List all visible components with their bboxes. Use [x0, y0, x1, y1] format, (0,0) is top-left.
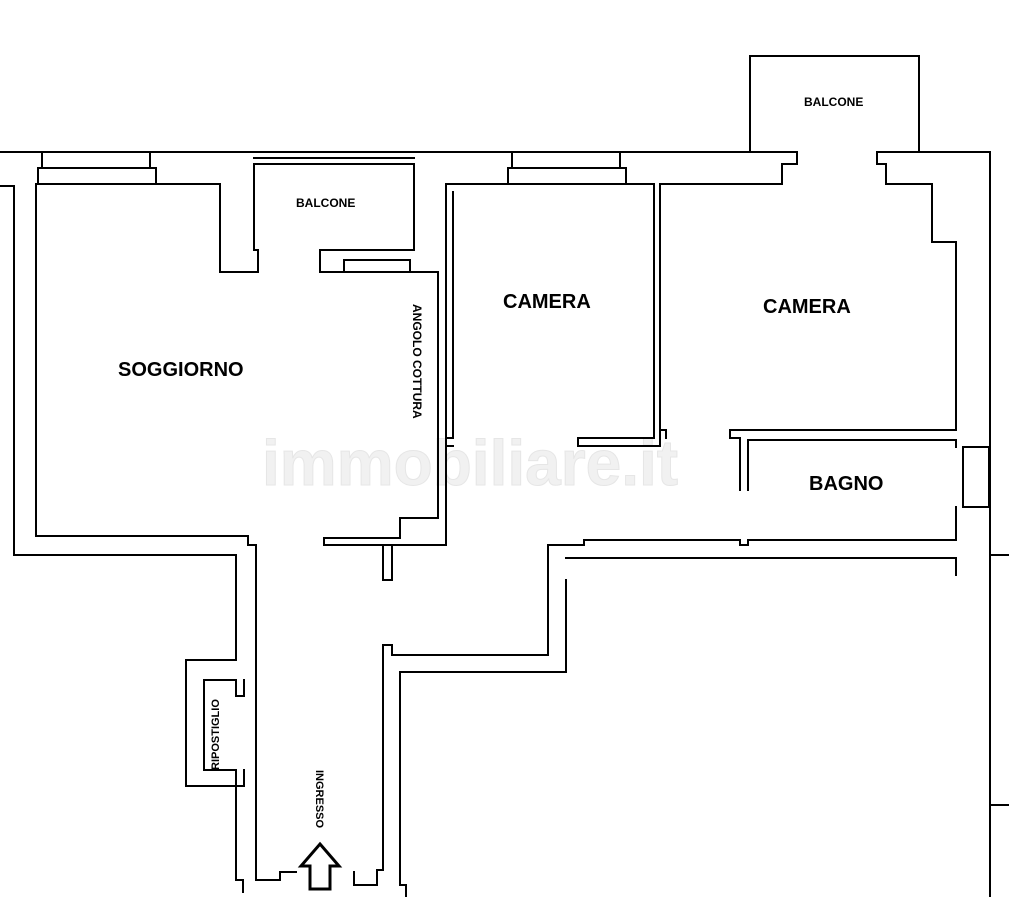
ripostiglio-walls: [203, 679, 245, 787]
room-label-bagno: BAGNO: [809, 473, 883, 495]
soggiorno-walls: [35, 163, 447, 546]
up-arrow-icon: [297, 841, 343, 891]
camera-2-walls: [659, 151, 957, 491]
room-label-soggiorno: SOGGIORNO: [118, 359, 244, 381]
room-label-balcone-top: BALCONE: [804, 95, 863, 109]
bagno-walls: [353, 439, 991, 886]
room-label-camera-1: CAMERA: [503, 291, 591, 313]
room-label-ingresso: INGRESSO: [313, 770, 325, 829]
camera-1-walls: [445, 183, 667, 546]
room-label-angolo-cottura: ANGOLO COTTURA: [410, 304, 424, 419]
room-label-ripostiglio: RIPOSTIGLIO: [210, 699, 222, 770]
corridor-walls: [255, 544, 1009, 897]
windows: [37, 151, 990, 508]
room-label-balcone-inner: BALCONE: [296, 196, 355, 210]
room-label-camera-2: CAMERA: [763, 296, 851, 318]
